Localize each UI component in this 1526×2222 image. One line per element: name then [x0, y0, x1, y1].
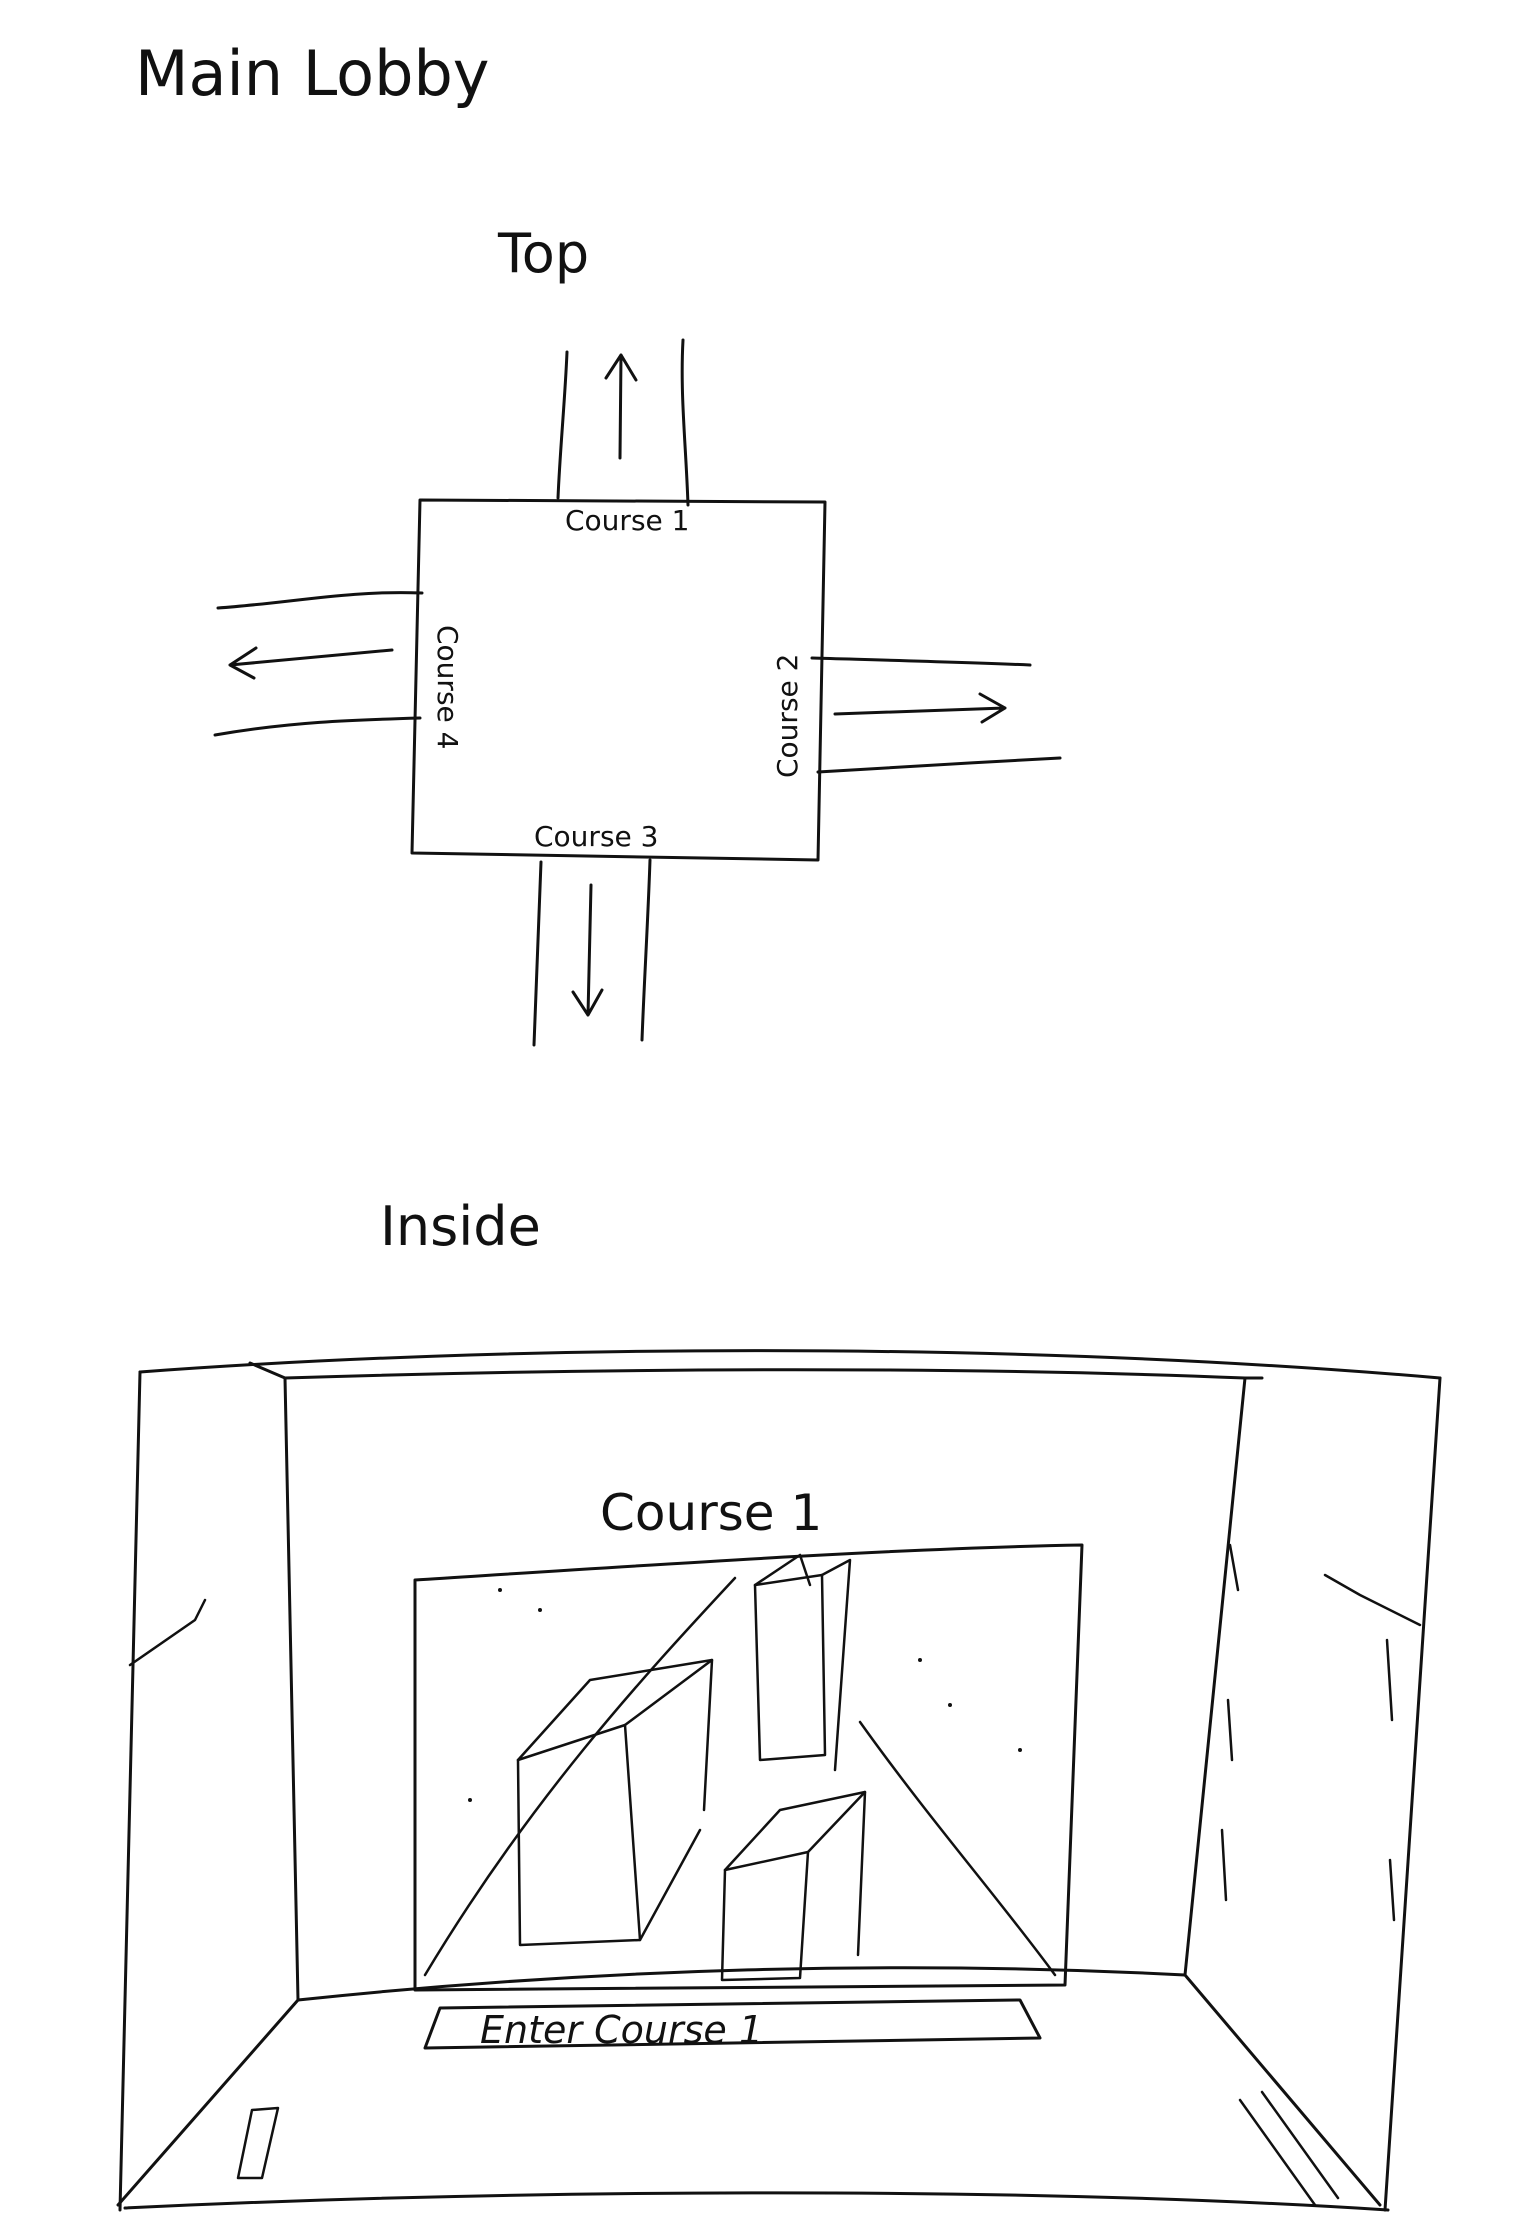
south-label: Course 3	[534, 820, 658, 853]
page-title: Main Lobby	[135, 37, 490, 110]
course-screen-frame	[415, 1545, 1082, 1990]
arrow-down-icon	[573, 885, 602, 1015]
arrow-right-icon	[835, 694, 1005, 722]
corridor-course-4	[215, 593, 422, 735]
north-label: Course 1	[565, 504, 689, 537]
course-preview-image	[425, 1555, 1055, 1980]
corridor-course-3	[534, 860, 650, 1045]
inside-view: Inside Course 1	[118, 1195, 1440, 2210]
west-label: Course 4	[431, 625, 464, 749]
arrow-up-icon	[606, 355, 636, 458]
inside-view-heading: Inside	[380, 1195, 541, 1258]
lobby-room-outline	[412, 500, 825, 860]
enter-course-button-label[interactable]: Enter Course 1	[480, 2008, 763, 2052]
corridor-course-1	[558, 340, 688, 505]
top-view-heading: Top	[497, 222, 589, 285]
east-label: Course 2	[771, 654, 804, 778]
screen-title: Course 1	[600, 1484, 822, 1542]
room-ceiling	[140, 1351, 1440, 1378]
arrow-left-icon	[230, 648, 392, 678]
back-wall	[250, 1363, 1262, 2000]
corridor-course-2	[812, 658, 1060, 772]
top-view: Top Course 1 Course 2 Course 3	[215, 222, 1060, 1045]
